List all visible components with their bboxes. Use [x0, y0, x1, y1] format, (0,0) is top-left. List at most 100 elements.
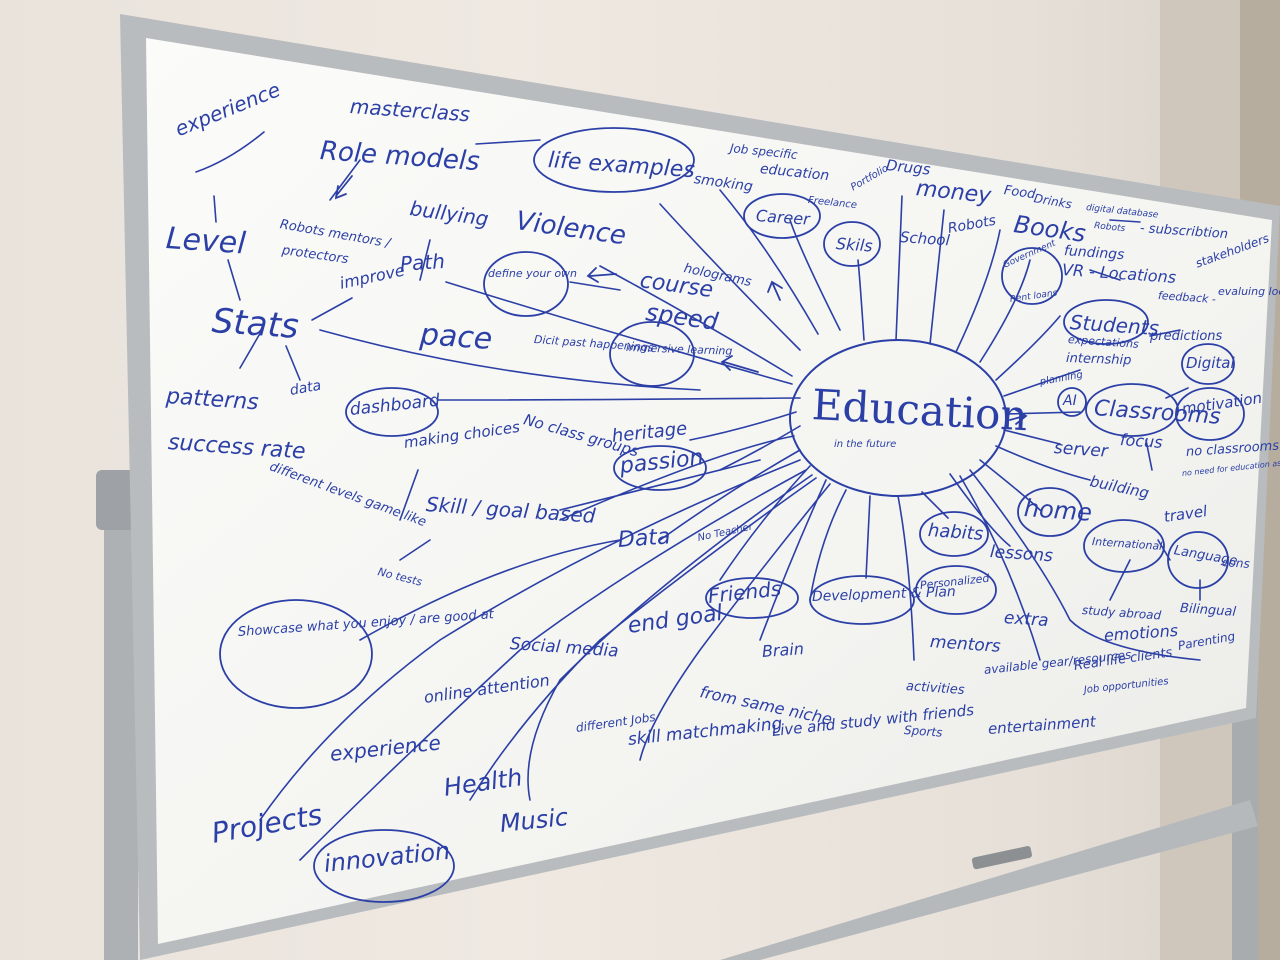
word-lessons: lessons [989, 542, 1054, 567]
word-drugs: Drugs [885, 156, 932, 179]
radial-line [659, 449, 801, 541]
arrow [1009, 409, 1028, 425]
flow-line [959, 475, 1041, 661]
radial-line [865, 495, 871, 579]
word-bilingual: Bilingual [1179, 601, 1237, 620]
bubble-motivation [1175, 387, 1245, 441]
link-line [1145, 439, 1153, 471]
bubble-government [1001, 247, 1063, 305]
link-line [1089, 269, 1121, 281]
word-extra: extra [1003, 608, 1050, 632]
word-stats: Stats [210, 301, 300, 348]
radial-line [895, 195, 903, 341]
radial-line [599, 265, 793, 377]
link-line [311, 297, 353, 321]
link-line [569, 281, 621, 291]
word-fundings: fundings [1063, 243, 1125, 264]
bubble-career [743, 193, 821, 239]
word-cons: cons [1221, 555, 1251, 571]
word-school: School [899, 228, 951, 250]
flow-line [527, 474, 813, 801]
link-line [475, 139, 541, 145]
radial-line [719, 425, 801, 471]
bubble-immersive [609, 321, 695, 387]
word-data-big: Data [617, 524, 672, 553]
radial-line [1003, 429, 1061, 445]
flow-line [299, 469, 807, 861]
radial-line [1005, 411, 1081, 415]
word-evaluing-loop: evaluing loop [1218, 285, 1280, 298]
word-mentors: mentors [929, 632, 1002, 657]
education-title: Education [810, 380, 1029, 441]
word-brain: Brain [761, 639, 805, 661]
bubble-language [1167, 531, 1229, 589]
bubble-skils [823, 221, 881, 267]
flow-line [639, 483, 831, 761]
bubble-life-examples [533, 127, 695, 193]
word-digital: Digital [1186, 354, 1235, 372]
link-line [1149, 329, 1181, 337]
link-line [227, 259, 241, 301]
radial-line [979, 459, 1041, 511]
link-line [559, 459, 761, 511]
word-path: Path [399, 248, 446, 276]
radial-line [897, 495, 915, 661]
radial-line [437, 397, 801, 401]
bubble-habits [919, 511, 989, 557]
education-subtitle: in the future [834, 439, 897, 450]
radial-line [979, 259, 1031, 363]
link-line [1165, 387, 1189, 399]
bubble-dashboard [345, 387, 439, 437]
radial-line [1003, 369, 1081, 397]
word-music: Music [498, 802, 570, 838]
radial-line [857, 259, 865, 341]
bubble-students [1063, 299, 1149, 345]
word-define-your-own: define your own [488, 267, 578, 280]
link-line [213, 195, 217, 223]
bubble-define-your-own [483, 251, 569, 317]
link-line [399, 539, 431, 561]
word-internship: internship [1065, 351, 1132, 369]
bubble-classrooms [1085, 383, 1179, 437]
link-line [1109, 219, 1141, 223]
word-ai: AI [1063, 393, 1077, 409]
bubble-showcase [219, 599, 373, 709]
flow-line [469, 477, 817, 801]
word-level: Level [164, 221, 247, 262]
radial-line [689, 411, 797, 441]
radial-line [719, 465, 811, 581]
arrow [720, 355, 759, 373]
word-career: Career [755, 206, 811, 229]
bubble-friends [705, 577, 799, 619]
word-pace: pace [418, 317, 494, 358]
arrow [586, 267, 617, 283]
bubble-home [1017, 487, 1083, 537]
flow-line [969, 469, 1201, 661]
word-immersive-learning: immersive learning [625, 341, 733, 358]
bubble-international [1083, 519, 1165, 573]
radial-line [659, 203, 801, 351]
word-predictions: predictions [1150, 329, 1223, 344]
flow-line [259, 459, 801, 821]
stand-crossbar [720, 800, 1258, 960]
word-server: server [1053, 438, 1109, 462]
word-habits: habits [927, 520, 984, 545]
bubble-innovation [313, 829, 455, 903]
radial-line [789, 219, 841, 331]
link-line [239, 329, 263, 369]
radial-line [995, 315, 1061, 381]
marker-tray [971, 846, 1032, 870]
radial-line [719, 189, 819, 335]
bubble-ai [1057, 387, 1087, 417]
word-skils: Skils [835, 234, 874, 256]
radial-line [955, 229, 1001, 353]
arrow [334, 175, 353, 200]
link-line [195, 131, 265, 173]
radial-line [809, 489, 847, 601]
word-home: home [1023, 494, 1093, 527]
arrow [767, 280, 783, 301]
link-line [359, 539, 621, 641]
link-line [329, 159, 361, 201]
bubble-digital [1181, 343, 1235, 385]
